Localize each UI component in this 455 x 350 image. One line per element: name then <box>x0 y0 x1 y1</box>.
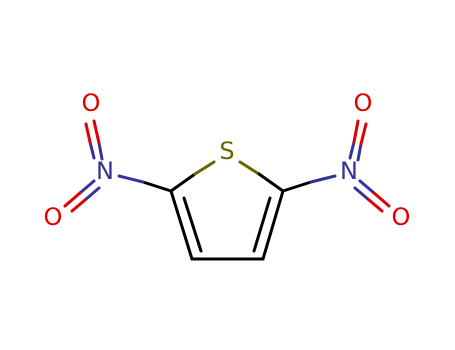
bond-n-o-right-bottom-o-half <box>372 191 391 208</box>
bond-n-o-left-bottom-n-half-2 <box>83 186 101 202</box>
bond-n-o-right-bottom-n-half-2 <box>353 186 371 202</box>
bond-c2-n-left-carbon-half <box>141 180 173 193</box>
bond-n-o-right-top-n-half-2 <box>356 142 363 162</box>
bond-n-o-left-top-n-half-2 <box>88 140 96 160</box>
bond-n-o-left-bottom-n-half <box>78 179 96 195</box>
nitro-right-bonds <box>281 119 391 213</box>
bond-n-o-left-bottom-o-half-2 <box>70 198 87 213</box>
ring-bonds <box>169 160 285 261</box>
bond-c4-c5-inner <box>252 196 272 253</box>
bond-s-c5-carbon-half <box>257 172 285 193</box>
bond-c2-s-carbon-half <box>169 172 197 193</box>
bond-n-o-right-top-o-half <box>352 119 360 144</box>
bond-n-o-right-top-n-half <box>348 140 356 160</box>
atom-labels: S N O O N O O <box>44 89 411 231</box>
bond-n-o-left-top-o-half <box>92 119 101 145</box>
bond-c5-n-right-nitrogen-half <box>309 174 337 184</box>
bond-n-o-right-bottom-o-half-2 <box>367 198 384 213</box>
atom-nitrogen-left: N <box>96 157 114 185</box>
atom-oxygen-left-top: O <box>82 89 101 117</box>
bond-c5-n-right-carbon-half <box>281 180 313 193</box>
atom-sulfur: S <box>219 137 234 165</box>
atom-oxygen-left-bottom: O <box>44 203 63 231</box>
bond-c2-c3-inner <box>182 196 203 253</box>
bond-s-c5-sulfur-half <box>238 160 261 176</box>
atom-oxygen-right-bottom: O <box>392 203 411 231</box>
atom-nitrogen-right: N <box>340 157 358 185</box>
atom-oxygen-right-top: O <box>354 89 373 117</box>
bond-c4-c5 <box>261 189 285 261</box>
bond-n-o-right-top-o-half-2 <box>359 122 368 146</box>
bond-n-o-right-bottom-n-half <box>358 179 376 195</box>
bond-c2-c3 <box>169 189 194 261</box>
bond-n-o-left-bottom-o-half <box>63 191 82 208</box>
bond-n-o-left-top-o-half-2 <box>84 122 92 144</box>
bond-c2-s-sulfur-half <box>193 160 216 176</box>
bond-c2-n-left-nitrogen-half <box>117 174 145 184</box>
nitro-left-bonds <box>63 119 173 213</box>
bond-n-o-left-top-n-half <box>97 141 104 161</box>
